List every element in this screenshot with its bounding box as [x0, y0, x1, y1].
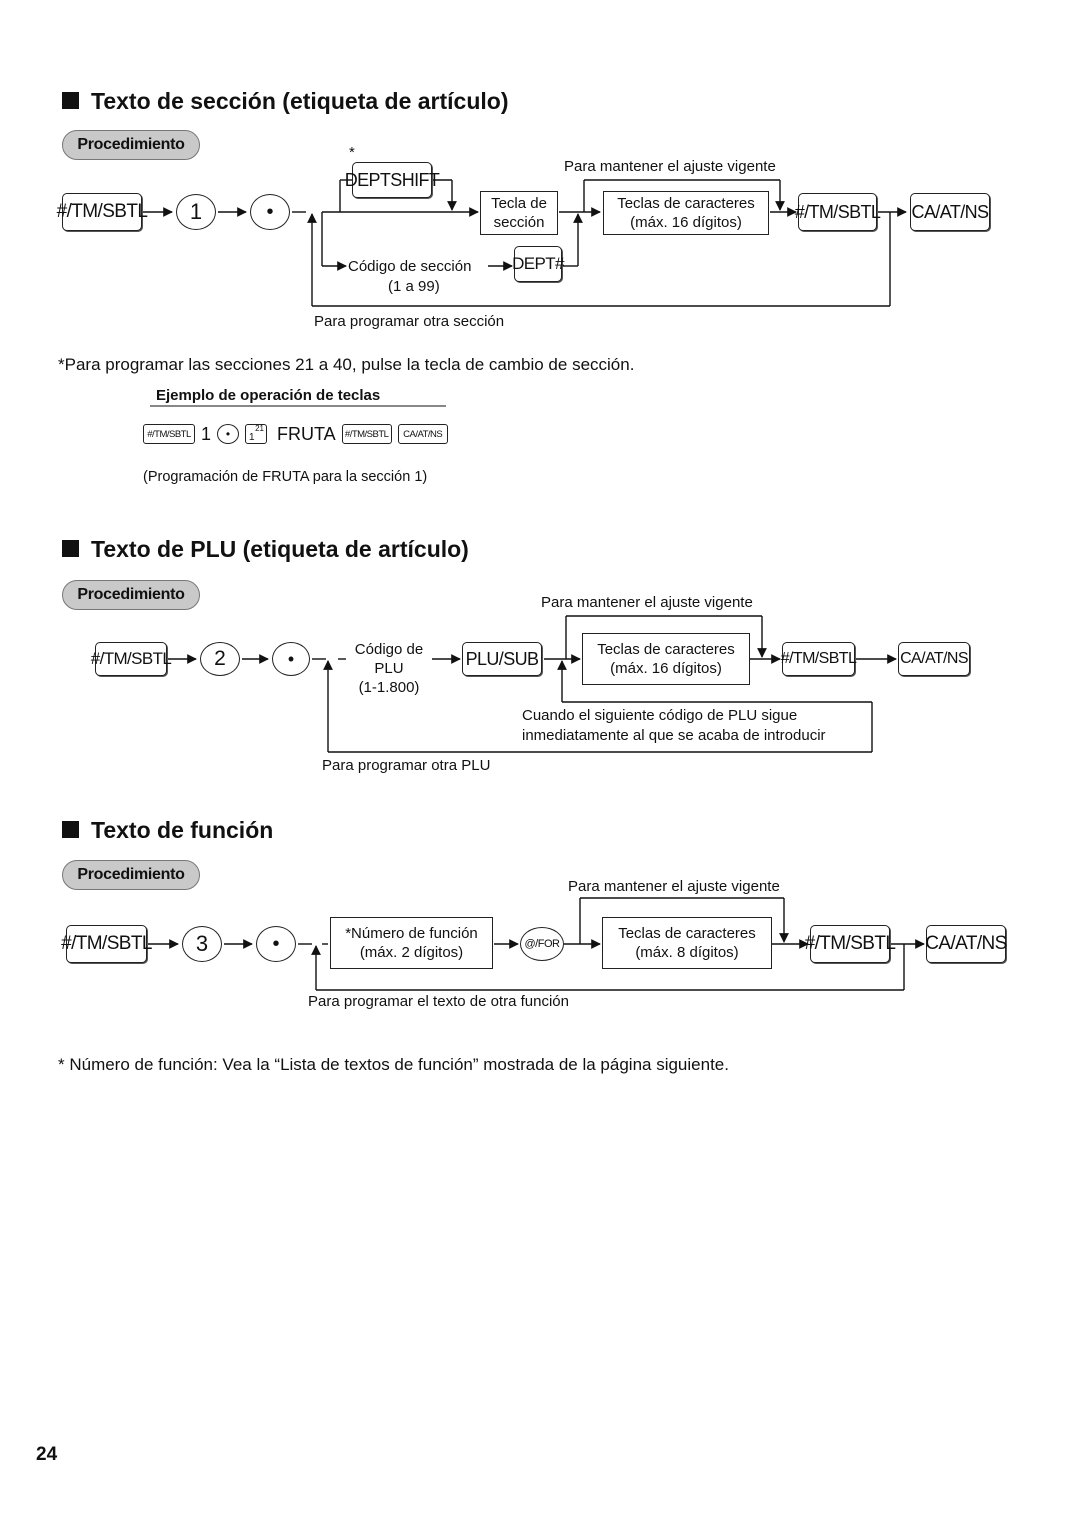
section-title-plu: Texto de PLU (etiqueta de artículo) [62, 536, 469, 563]
range-label: (1 a 99) [388, 278, 440, 295]
page-number: 24 [36, 1444, 58, 1465]
key-3: 3 [182, 926, 222, 962]
character-keys-box: Teclas de caracteres (máx. 16 dígitos) [582, 633, 750, 685]
chars-line2: (máx. 16 dígitos) [610, 660, 722, 677]
square-bullet-icon [62, 92, 79, 109]
tm-sbtl-key: #/TM/SBTL [91, 642, 172, 676]
example-key-main: 1 [249, 432, 255, 443]
plu-sub-key: PLU/SUB [462, 642, 542, 676]
procedimiento-badge: Procedimiento [62, 130, 200, 160]
key-operation-example: #/TM/SBTL 1 • 1 21 FRUTA #/TM/SBTL CA/AT… [143, 421, 448, 447]
section-title-seccion: Texto de sección (etiqueta de artículo) [62, 88, 509, 115]
tm-sbtl-key: #/TM/SBTL [61, 925, 152, 963]
key-1: 1 [176, 194, 216, 230]
tecla-line1: Tecla de [491, 195, 547, 212]
decimal-point-key: • [250, 194, 290, 230]
tm-sbtl-key-2: #/TM/SBTL [781, 642, 857, 676]
function-note: * Número de función: Vea la “Lista de te… [58, 1055, 729, 1074]
loop-label-plu: Para programar otra PLU [322, 757, 491, 774]
section-title-funcion: Texto de función [62, 817, 273, 844]
keep-current-label: Para mantener el ajuste vigente [541, 594, 753, 611]
keep-current-label: Para mantener el ajuste vigente [564, 158, 776, 175]
decimal-point-key: • [272, 642, 310, 676]
codigo-plu-label: Código de PLU (1-1.800) [348, 640, 430, 697]
tecla-de-seccion-box: Tecla de sección [480, 191, 558, 235]
chars-line1: Teclas de caracteres [597, 641, 735, 658]
next-plu-line1: Cuando el siguiente código de PLU sigue [522, 707, 798, 724]
section-note: *Para programar las secciones 21 a 40, p… [58, 355, 635, 374]
next-plu-line2: inmediatamente al que se acaba de introd… [522, 727, 826, 744]
codigo-plu-line1: Código de [354, 641, 424, 658]
square-bullet-icon [62, 821, 79, 838]
function-number-line2: (máx. 2 dígitos) [359, 944, 464, 961]
asterisk-mark: * [349, 144, 355, 161]
ca-at-ns-key: CA/AT/NS [910, 193, 990, 231]
tm-sbtl-key: #/TM/SBTL [57, 193, 148, 231]
procedimiento-badge: Procedimiento [62, 860, 200, 890]
function-number-box: *Número de función (máx. 2 dígitos) [330, 917, 493, 969]
chars-line2: (máx. 8 dígitos) [635, 944, 739, 961]
key-2: 2 [200, 642, 240, 676]
decimal-point-key: • [256, 926, 296, 962]
example-ca-at-ns-key: CA/AT/NS [397, 424, 448, 444]
ca-at-ns-key: CA/AT/NS [898, 642, 970, 676]
tecla-line2: sección [493, 214, 545, 231]
function-number-line1: *Número de función [345, 925, 478, 942]
character-keys-box: Teclas de caracteres (máx. 8 dígitos) [602, 917, 772, 969]
loop-label-seccion: Para programar otra sección [314, 313, 505, 330]
example-caption: (Programación de FRUTA para la sección 1… [143, 469, 428, 485]
example-tm-sbtl-key: #/TM/SBTL [143, 424, 195, 444]
chars-line1: Teclas de caracteres [618, 925, 756, 942]
at-for-key: @/FOR [520, 927, 564, 961]
chars-line2: (máx. 16 dígitos) [630, 214, 742, 231]
example-dot-key: • [217, 424, 240, 444]
codigo-plu-line3: (1-1.800) [358, 679, 420, 696]
deptshift-key: DEPTSHIFT [345, 162, 440, 198]
next-plu-note: Cuando el siguiente código de PLU sigue … [522, 706, 826, 746]
codigo-seccion-label: Código de sección [348, 258, 472, 275]
example-digit-1: 1 [201, 423, 212, 444]
example-word: FRUTA [277, 423, 336, 444]
chars-line1: Teclas de caracteres [617, 195, 755, 212]
loop-label-funcion: Para programar el texto de otra función [308, 993, 569, 1010]
example-key-sup: 21 [255, 424, 265, 433]
character-keys-box: Teclas de caracteres (máx. 16 dígitos) [603, 191, 769, 235]
codigo-plu-line2: PLU [374, 660, 404, 677]
dept-key: DEPT# [512, 246, 565, 282]
example-key-1-21: 1 21 [245, 424, 268, 444]
example-tm-sbtl-key-2: #/TM/SBTL [341, 424, 392, 444]
ca-at-ns-key: CA/AT/NS [925, 925, 1007, 963]
square-bullet-icon [62, 540, 79, 557]
procedimiento-badge: Procedimiento [62, 580, 200, 610]
tm-sbtl-key-2: #/TM/SBTL [805, 925, 896, 963]
example-heading: Ejemplo de operación de teclas [156, 387, 381, 404]
keep-current-label: Para mantener el ajuste vigente [568, 878, 780, 895]
tm-sbtl-key-2: #/TM/SBTL [795, 193, 881, 231]
